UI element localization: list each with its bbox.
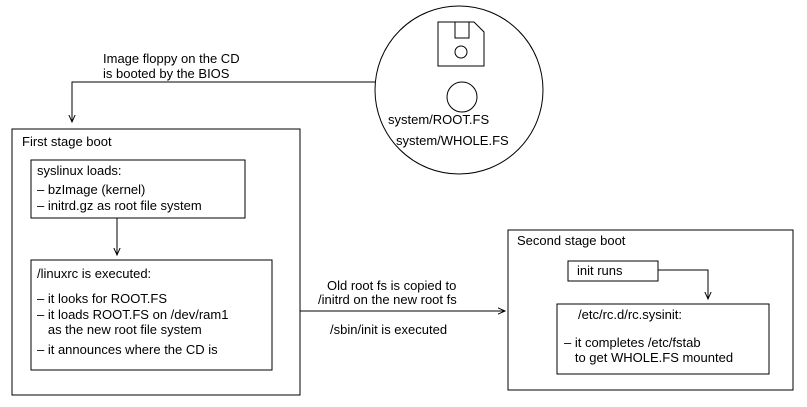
first-stage-title: First stage boot (22, 134, 112, 149)
linuxrc-item: – it looks for ROOT.FS (37, 291, 167, 306)
second-stage-box (507, 229, 794, 391)
syslinux-heading: syslinux loads: (37, 163, 122, 178)
linuxrc-item: – it announces where the CD is (37, 342, 218, 357)
linuxrc-box (30, 259, 273, 371)
cd-file-root: system/ROOT.FS (388, 112, 489, 127)
init-box (567, 260, 659, 282)
bios-boot-arrow (72, 81, 375, 122)
cd-file-whole: system/WHOLE.FS (396, 133, 509, 148)
init-to-sysinit-arrow (658, 269, 708, 299)
transition-line1: Old root fs is copied to (327, 278, 456, 293)
syslinux-item: – bzImage (kernel) (37, 182, 145, 197)
sysinit-item: to get WHOLE.FS mounted (564, 350, 733, 365)
sysinit-item: – it completes /etc/fstab (564, 335, 701, 350)
transition-line3: /sbin/init is executed (330, 322, 447, 337)
syslinux-box (30, 159, 246, 219)
first-stage-box (11, 128, 301, 396)
sysinit-box (556, 303, 770, 375)
floppy-icon (437, 21, 485, 67)
linuxrc-item: – it loads ROOT.FS on /dev/ram1 (37, 307, 228, 322)
transition-line2: /initrd on the new root fs (318, 292, 457, 307)
linuxrc-item: as the new root file system (37, 322, 202, 337)
cd-hole (446, 81, 478, 113)
syslinux-item: – initrd.gz as root file system (37, 198, 202, 213)
cd-disc: system/ROOT.FS system/WHOLE.FS (374, 5, 544, 175)
sysinit-heading: /etc/rc.d/rc.sysinit: (578, 307, 682, 322)
bios-label-line2: is booted by the BIOS (103, 66, 230, 81)
linuxrc-heading: /linuxrc is executed: (37, 266, 151, 281)
second-stage-title: Second stage boot (517, 233, 626, 248)
init-label: init runs (577, 263, 623, 278)
bios-label-line1: Image floppy on the CD (103, 51, 240, 66)
cd-outline (374, 5, 544, 175)
